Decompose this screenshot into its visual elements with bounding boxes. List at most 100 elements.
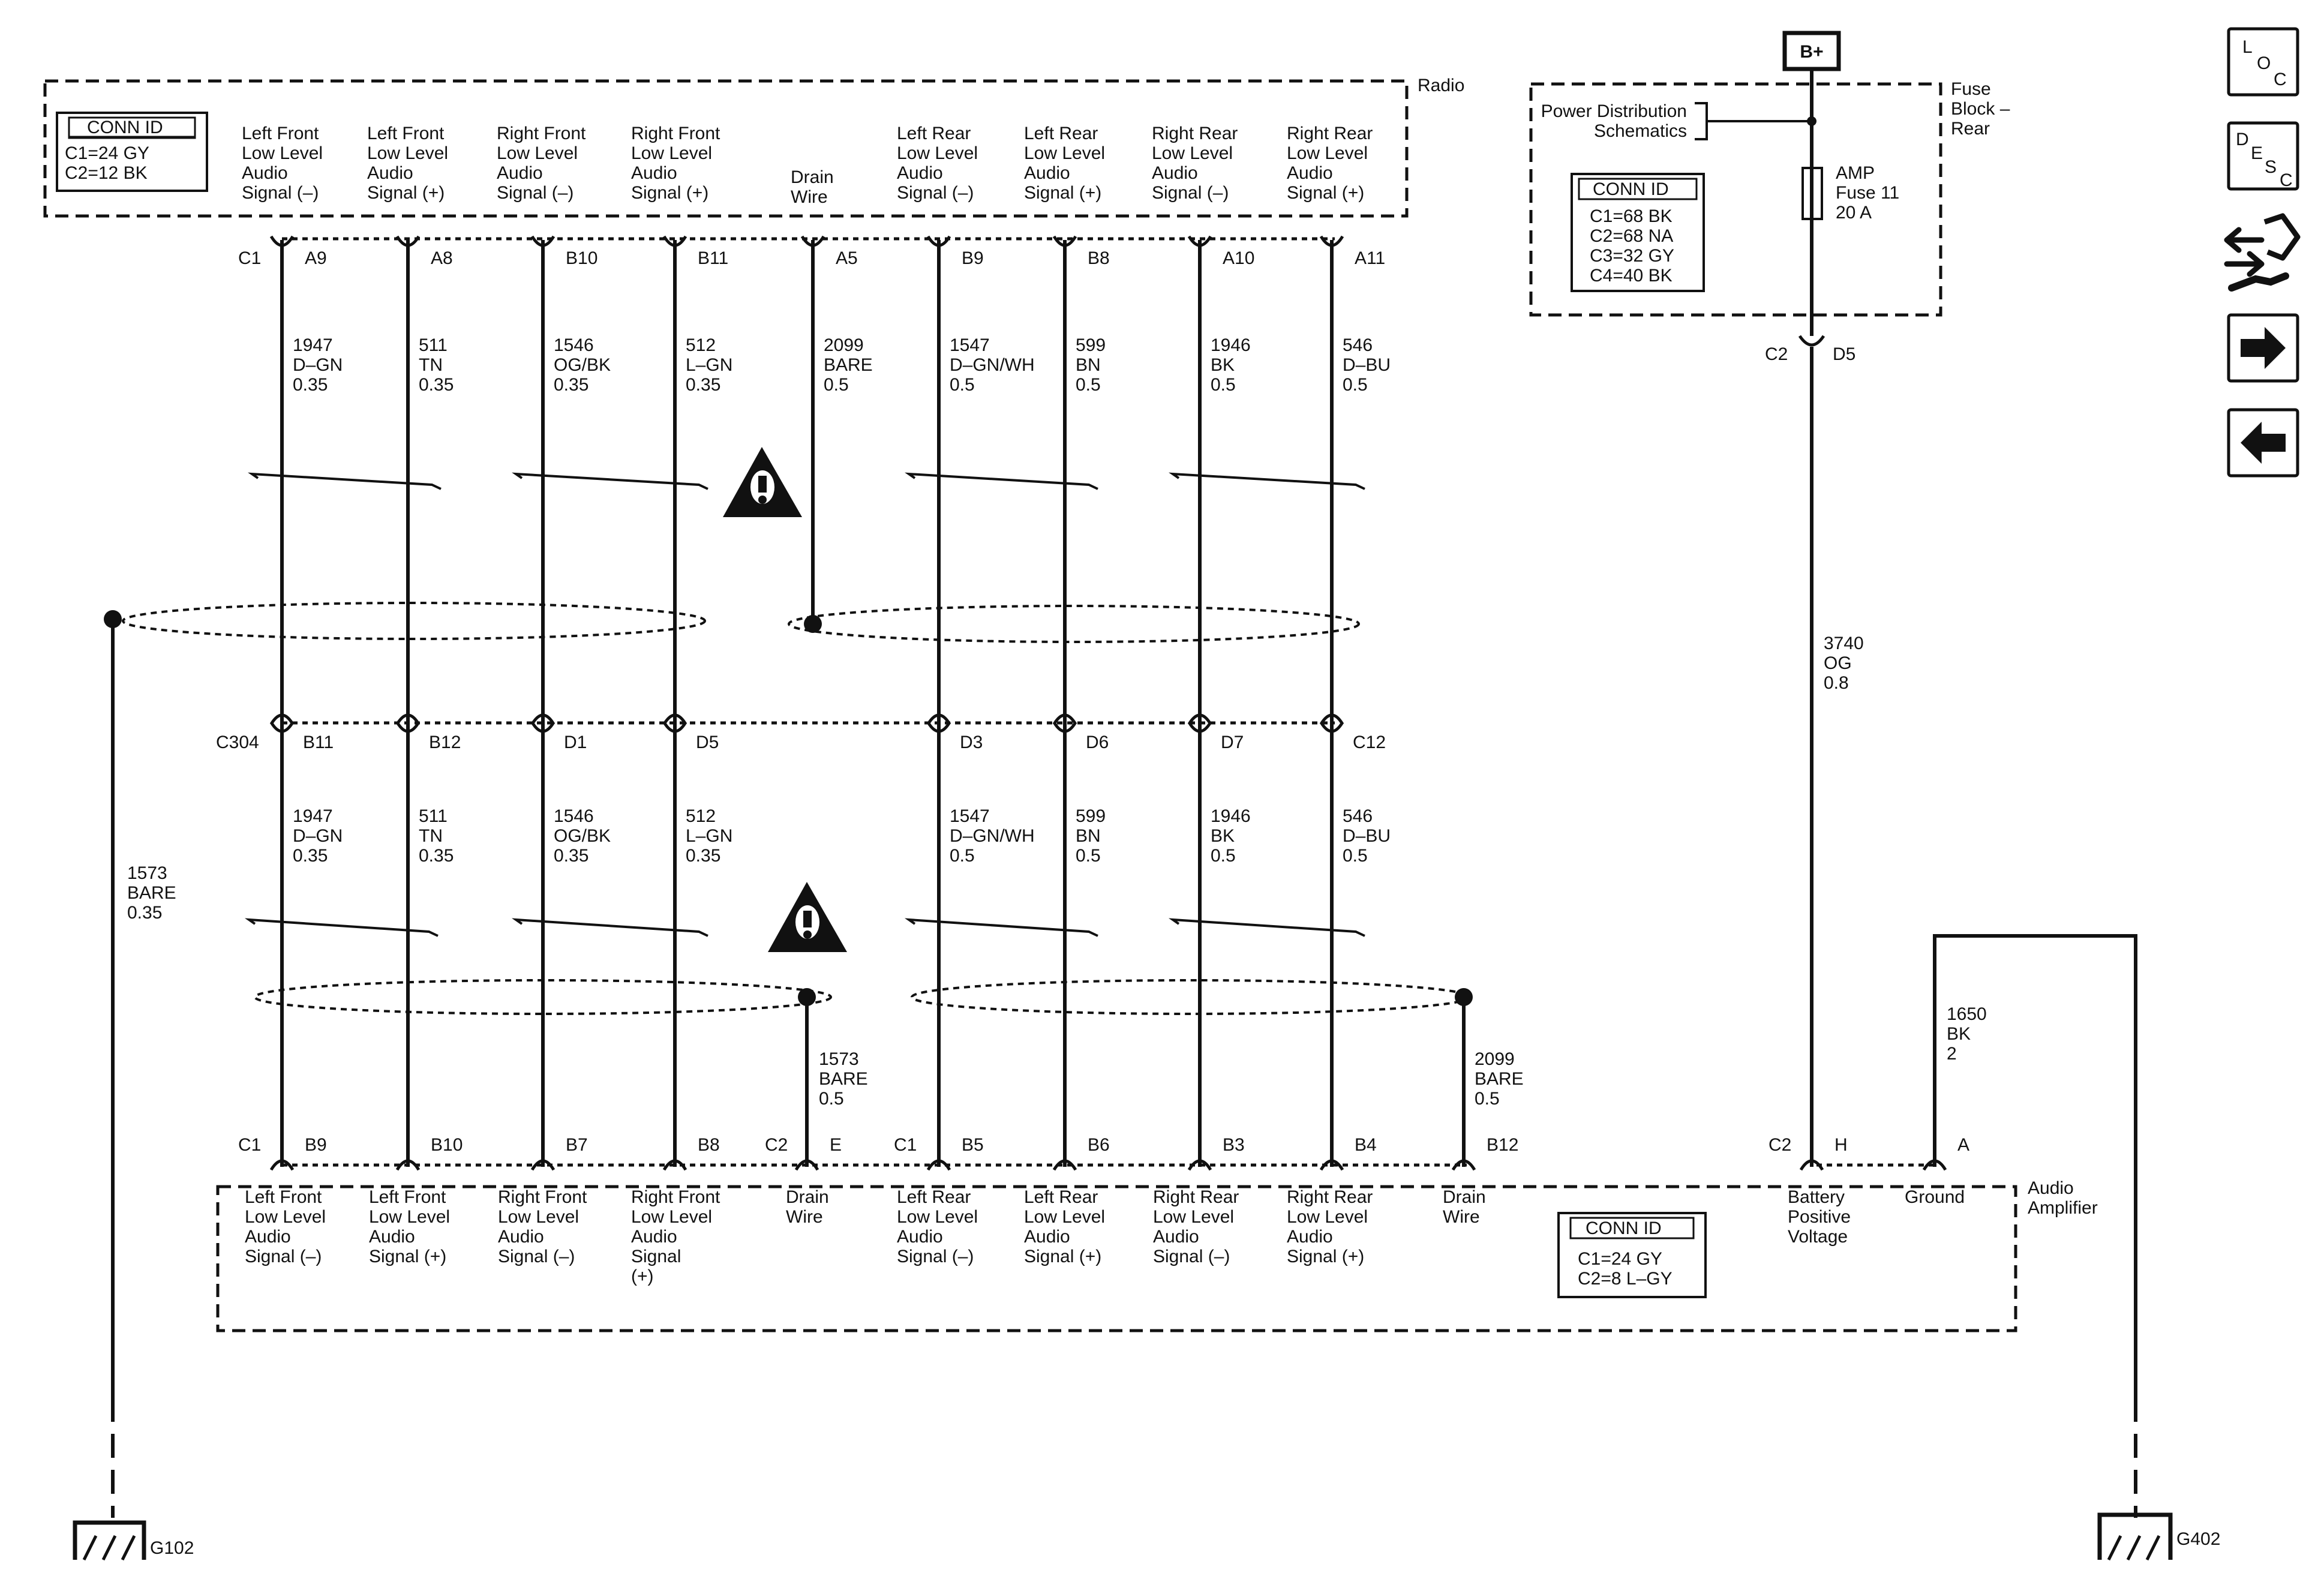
twist-mark xyxy=(904,918,1098,937)
wire-label-line: TN xyxy=(419,826,443,846)
wire-label-line: 0.5 xyxy=(1211,846,1236,866)
fuse-conn-id-header: CONN ID xyxy=(1593,179,1669,199)
amp-signal-label: Drain xyxy=(1443,1187,1486,1207)
wire-label-line: 0.35 xyxy=(419,375,454,395)
wire-label-line: 0.8 xyxy=(1824,673,1849,693)
c304-pin-label: D6 xyxy=(1086,733,1109,752)
radio-signal-label: Low Level xyxy=(631,143,712,163)
fuse-connector-pin: D5 xyxy=(1833,344,1855,364)
wire-label-line: 0.35 xyxy=(419,846,454,866)
radio-pin-label: B8 xyxy=(1088,248,1110,268)
connector-pin xyxy=(395,1159,421,1171)
wire-label-line: 0.35 xyxy=(293,375,328,395)
wire-label-line: 0.5 xyxy=(950,375,975,395)
amp-pin-label: B8 xyxy=(698,1135,720,1155)
b-plus-box xyxy=(1782,31,1841,71)
amp-signal-label: Left Front xyxy=(245,1187,322,1207)
amp-title: Amplifier xyxy=(2028,1198,2098,1218)
amp-signal-label: Ground xyxy=(1905,1187,1965,1207)
radio-signal-label: Signal (+) xyxy=(367,183,445,203)
c304-label: C304 xyxy=(216,733,259,752)
radio-signal-label: Right Front xyxy=(631,124,720,143)
amp-signal-label: Low Level xyxy=(631,1207,712,1227)
radio-pin-label: B9 xyxy=(962,248,984,268)
amp-signal-label: Right Rear xyxy=(1153,1187,1239,1207)
radio-pin-label: A11 xyxy=(1355,248,1385,268)
splice-dot xyxy=(1807,116,1816,126)
wire-label-line: OG/BK xyxy=(554,826,611,846)
amp-signal-label: Low Level xyxy=(1153,1207,1234,1227)
amp-pin-label: B9 xyxy=(305,1135,327,1155)
wire-label-line: BK xyxy=(1211,355,1235,375)
amp-signal-label: Audio xyxy=(897,1227,943,1247)
loc-letter: L xyxy=(2242,37,2253,57)
twist-mark xyxy=(1168,918,1365,937)
connector-pin xyxy=(1319,1159,1344,1171)
radio-signal-label: Right Rear xyxy=(1152,124,1238,143)
loc-button[interactable]: L O C xyxy=(2227,27,2299,97)
radio-pin-label: A8 xyxy=(431,248,453,268)
amp-pin-label: B12 xyxy=(1487,1135,1518,1155)
amp-conn-id-header: CONN ID xyxy=(1586,1218,1662,1238)
fuse-block-rear: B+ Fuse Block – Rear Power Distribution … xyxy=(1529,31,2010,364)
amp-signal-label: Left Front xyxy=(369,1187,446,1207)
radio-conn-id-row: C1=24 GY xyxy=(65,143,149,163)
radio-signal-label: Low Level xyxy=(497,143,578,163)
fuse-block-boundary xyxy=(1529,82,1942,317)
amp-signal-label: Signal (+) xyxy=(369,1247,446,1266)
previous-page-arrow-icon[interactable] xyxy=(2227,408,2299,478)
desc-button[interactable]: D E S C xyxy=(2227,121,2299,191)
ground-icon: G402 xyxy=(2097,1512,2220,1561)
wire-label-line: BK xyxy=(1211,826,1235,846)
wire-label-line: 0.5 xyxy=(1211,375,1236,395)
wire-label-line: 599 xyxy=(1076,335,1106,355)
loc-letter: O xyxy=(2257,53,2271,73)
twist-mark xyxy=(244,918,439,937)
radio-connector-label: C1 xyxy=(238,248,261,268)
amp-signal-label: Low Level xyxy=(245,1207,326,1227)
wire-label-line: 1573 xyxy=(127,863,167,883)
radio-signal-label: Audio xyxy=(497,163,543,183)
warning-icon xyxy=(723,447,802,517)
wire-label-line: 546 xyxy=(1343,806,1373,826)
wire-label-line: D–GN xyxy=(293,355,343,375)
amp-signal-label: Audio xyxy=(1287,1227,1333,1247)
amp-title: Audio xyxy=(2028,1178,2074,1198)
next-page-arrow-icon[interactable] xyxy=(2227,313,2299,383)
wire-label-line: BARE xyxy=(824,355,873,375)
amp-signal-label: Left Rear xyxy=(1024,1187,1098,1207)
fuse-conn-id-row: C2=68 NA xyxy=(1590,226,1673,246)
wire-label-line: 0.35 xyxy=(127,903,162,923)
radio-signal-label: Wire xyxy=(791,187,828,207)
amp-pin-label: E xyxy=(830,1135,842,1155)
wire-label-line: 1546 xyxy=(554,335,594,355)
amp-signal-label: Audio xyxy=(498,1227,544,1247)
twist-mark xyxy=(248,472,442,490)
twisted-pair-marks-lower xyxy=(244,918,1365,937)
radio-signal-label: Left Front xyxy=(242,124,319,143)
twist-mark xyxy=(512,472,708,490)
connector-pin xyxy=(1187,721,1212,733)
wire-label-line: 1547 xyxy=(950,806,990,826)
wire-label-line: D–GN xyxy=(293,826,343,846)
wire-label-line: 0.35 xyxy=(554,375,588,395)
wire-label-line: BN xyxy=(1076,826,1101,846)
amp-signal-label: Signal (–) xyxy=(897,1247,974,1266)
amp-signal-label: Wire xyxy=(1443,1207,1480,1227)
radio-signal-label: Signal (+) xyxy=(631,183,708,203)
connector-pin xyxy=(662,713,687,725)
wire-label-line: 0.5 xyxy=(1343,375,1368,395)
connector-pin xyxy=(794,1159,819,1171)
connector-diagram-icon[interactable] xyxy=(2224,213,2301,292)
power-ref: Power Distribution xyxy=(1541,101,1687,121)
cable-shields-lower xyxy=(254,979,1473,1167)
amp-signal-label: Positive xyxy=(1788,1207,1851,1227)
radio-signal-label: Low Level xyxy=(1152,143,1233,163)
connector-pin xyxy=(1319,721,1344,733)
wire-label-line: 1546 xyxy=(554,806,594,826)
connector-pin xyxy=(926,1159,951,1171)
radio-signal-label: Audio xyxy=(367,163,413,183)
